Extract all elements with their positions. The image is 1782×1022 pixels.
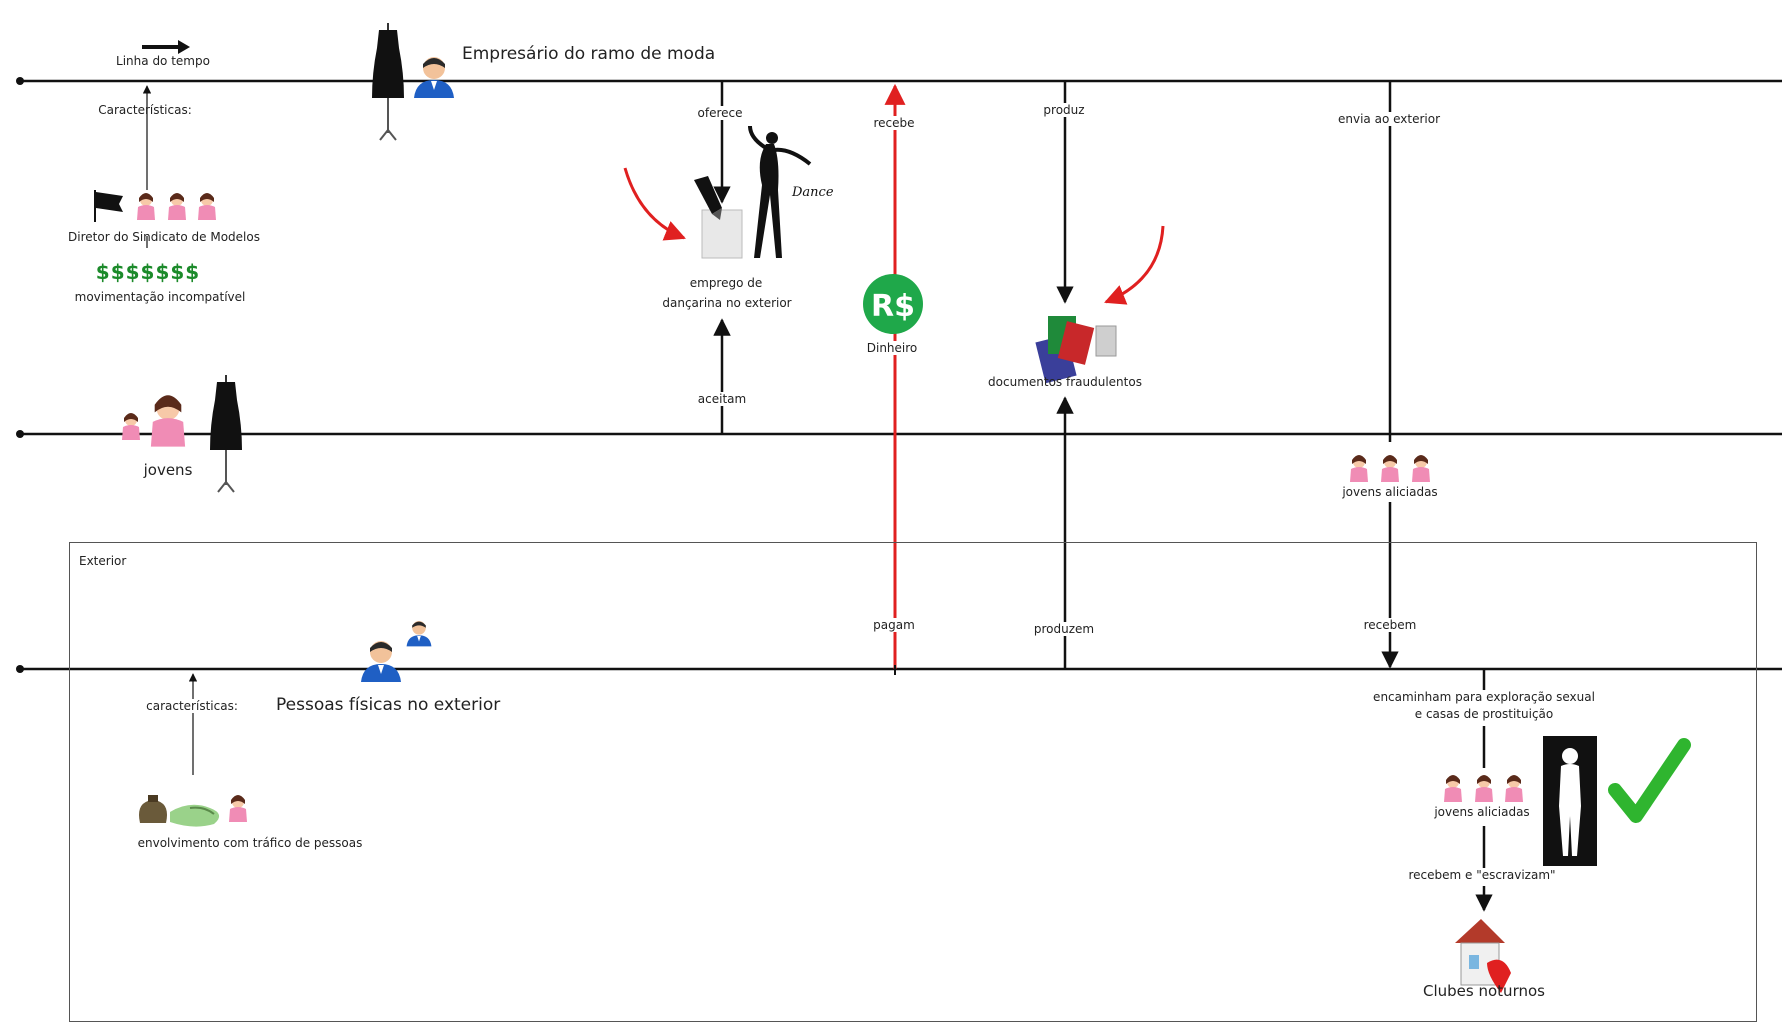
timeline-top (16, 77, 1782, 85)
send-abroad-label: envia ao exterior (1334, 112, 1444, 126)
produces-label: produz (1040, 103, 1088, 117)
dress-mannequin-icon (371, 22, 405, 141)
offer-label: oferece (694, 106, 746, 120)
girl-icon (1412, 455, 1430, 482)
girl-icon (150, 395, 186, 447)
job-label-line2: dançarina no exterior (662, 296, 792, 310)
enslave-label: recebem e "escravizam" (1408, 868, 1556, 882)
forward-label-line1: encaminham para exploração sexual (1373, 690, 1595, 704)
girl-icon (1381, 455, 1399, 482)
dancer-icon (748, 125, 812, 258)
checkmark-icon (1608, 738, 1691, 823)
nightclubs-label: Clubes noturnos (1423, 982, 1545, 1000)
forward-label-line2: e casas de prostituição (1414, 707, 1554, 721)
pen-paper-icon (694, 176, 743, 259)
money-note: movimentação incompatível (74, 290, 246, 304)
house-icon (1455, 919, 1511, 993)
accept-label: aceitam (694, 392, 750, 406)
girl-icon (198, 193, 216, 220)
characteristics-label-bottom: características: (143, 699, 241, 713)
money-badge-icon (863, 274, 923, 334)
receives-label: recebe (870, 116, 918, 130)
documents-label: documentos fraudulentos (988, 375, 1142, 389)
timeline-label: Linha do tempo (116, 54, 210, 68)
money-symbol: R$ (871, 289, 915, 324)
businessman-icon (414, 57, 454, 98)
timeline-middle (16, 430, 1782, 438)
characteristics-label-top: Características: (98, 103, 192, 117)
highlight-arrow-documents (1104, 225, 1165, 305)
recruited-label-2: jovens aliciadas (1434, 805, 1530, 819)
abroad-people-label: Pessoas físicas no exterior (276, 695, 501, 715)
girl-icon (122, 413, 140, 440)
dress-mannequin-icon (209, 374, 243, 493)
girl-icon (137, 193, 155, 220)
girl-icon (1350, 455, 1368, 482)
exterior-label: Exterior (79, 554, 127, 568)
money-bag-icon (139, 795, 167, 823)
produce-label: produzem (1030, 622, 1098, 636)
silhouette-icon (1543, 736, 1597, 866)
exterior-region (69, 542, 1757, 1022)
recruited-label-1: jovens aliciadas (1339, 485, 1441, 499)
pay-label: pagam (870, 618, 918, 632)
money-symbols: $$$$$$$ (95, 260, 201, 284)
handshake-icon (170, 804, 220, 827)
highlight-arrow-job (623, 167, 686, 241)
timeline-bottom (16, 665, 1782, 673)
dance-logo-text: Dance (791, 185, 834, 200)
money-label: Dinheiro (863, 341, 921, 355)
arrow-right-icon (142, 40, 190, 54)
director-label: Diretor do Sindicato de Modelos (68, 230, 260, 244)
businessman-label: Empresário do ramo de moda (462, 44, 716, 64)
youths-label: jovens (143, 461, 193, 479)
job-label-line1: emprego de (689, 276, 763, 290)
trafficking-label: envolvimento com tráfico de pessoas (137, 836, 363, 850)
girl-icon (168, 193, 186, 220)
receive-label: recebem (1360, 618, 1420, 632)
flag-icon (94, 190, 123, 222)
passports-icon (1035, 316, 1117, 384)
